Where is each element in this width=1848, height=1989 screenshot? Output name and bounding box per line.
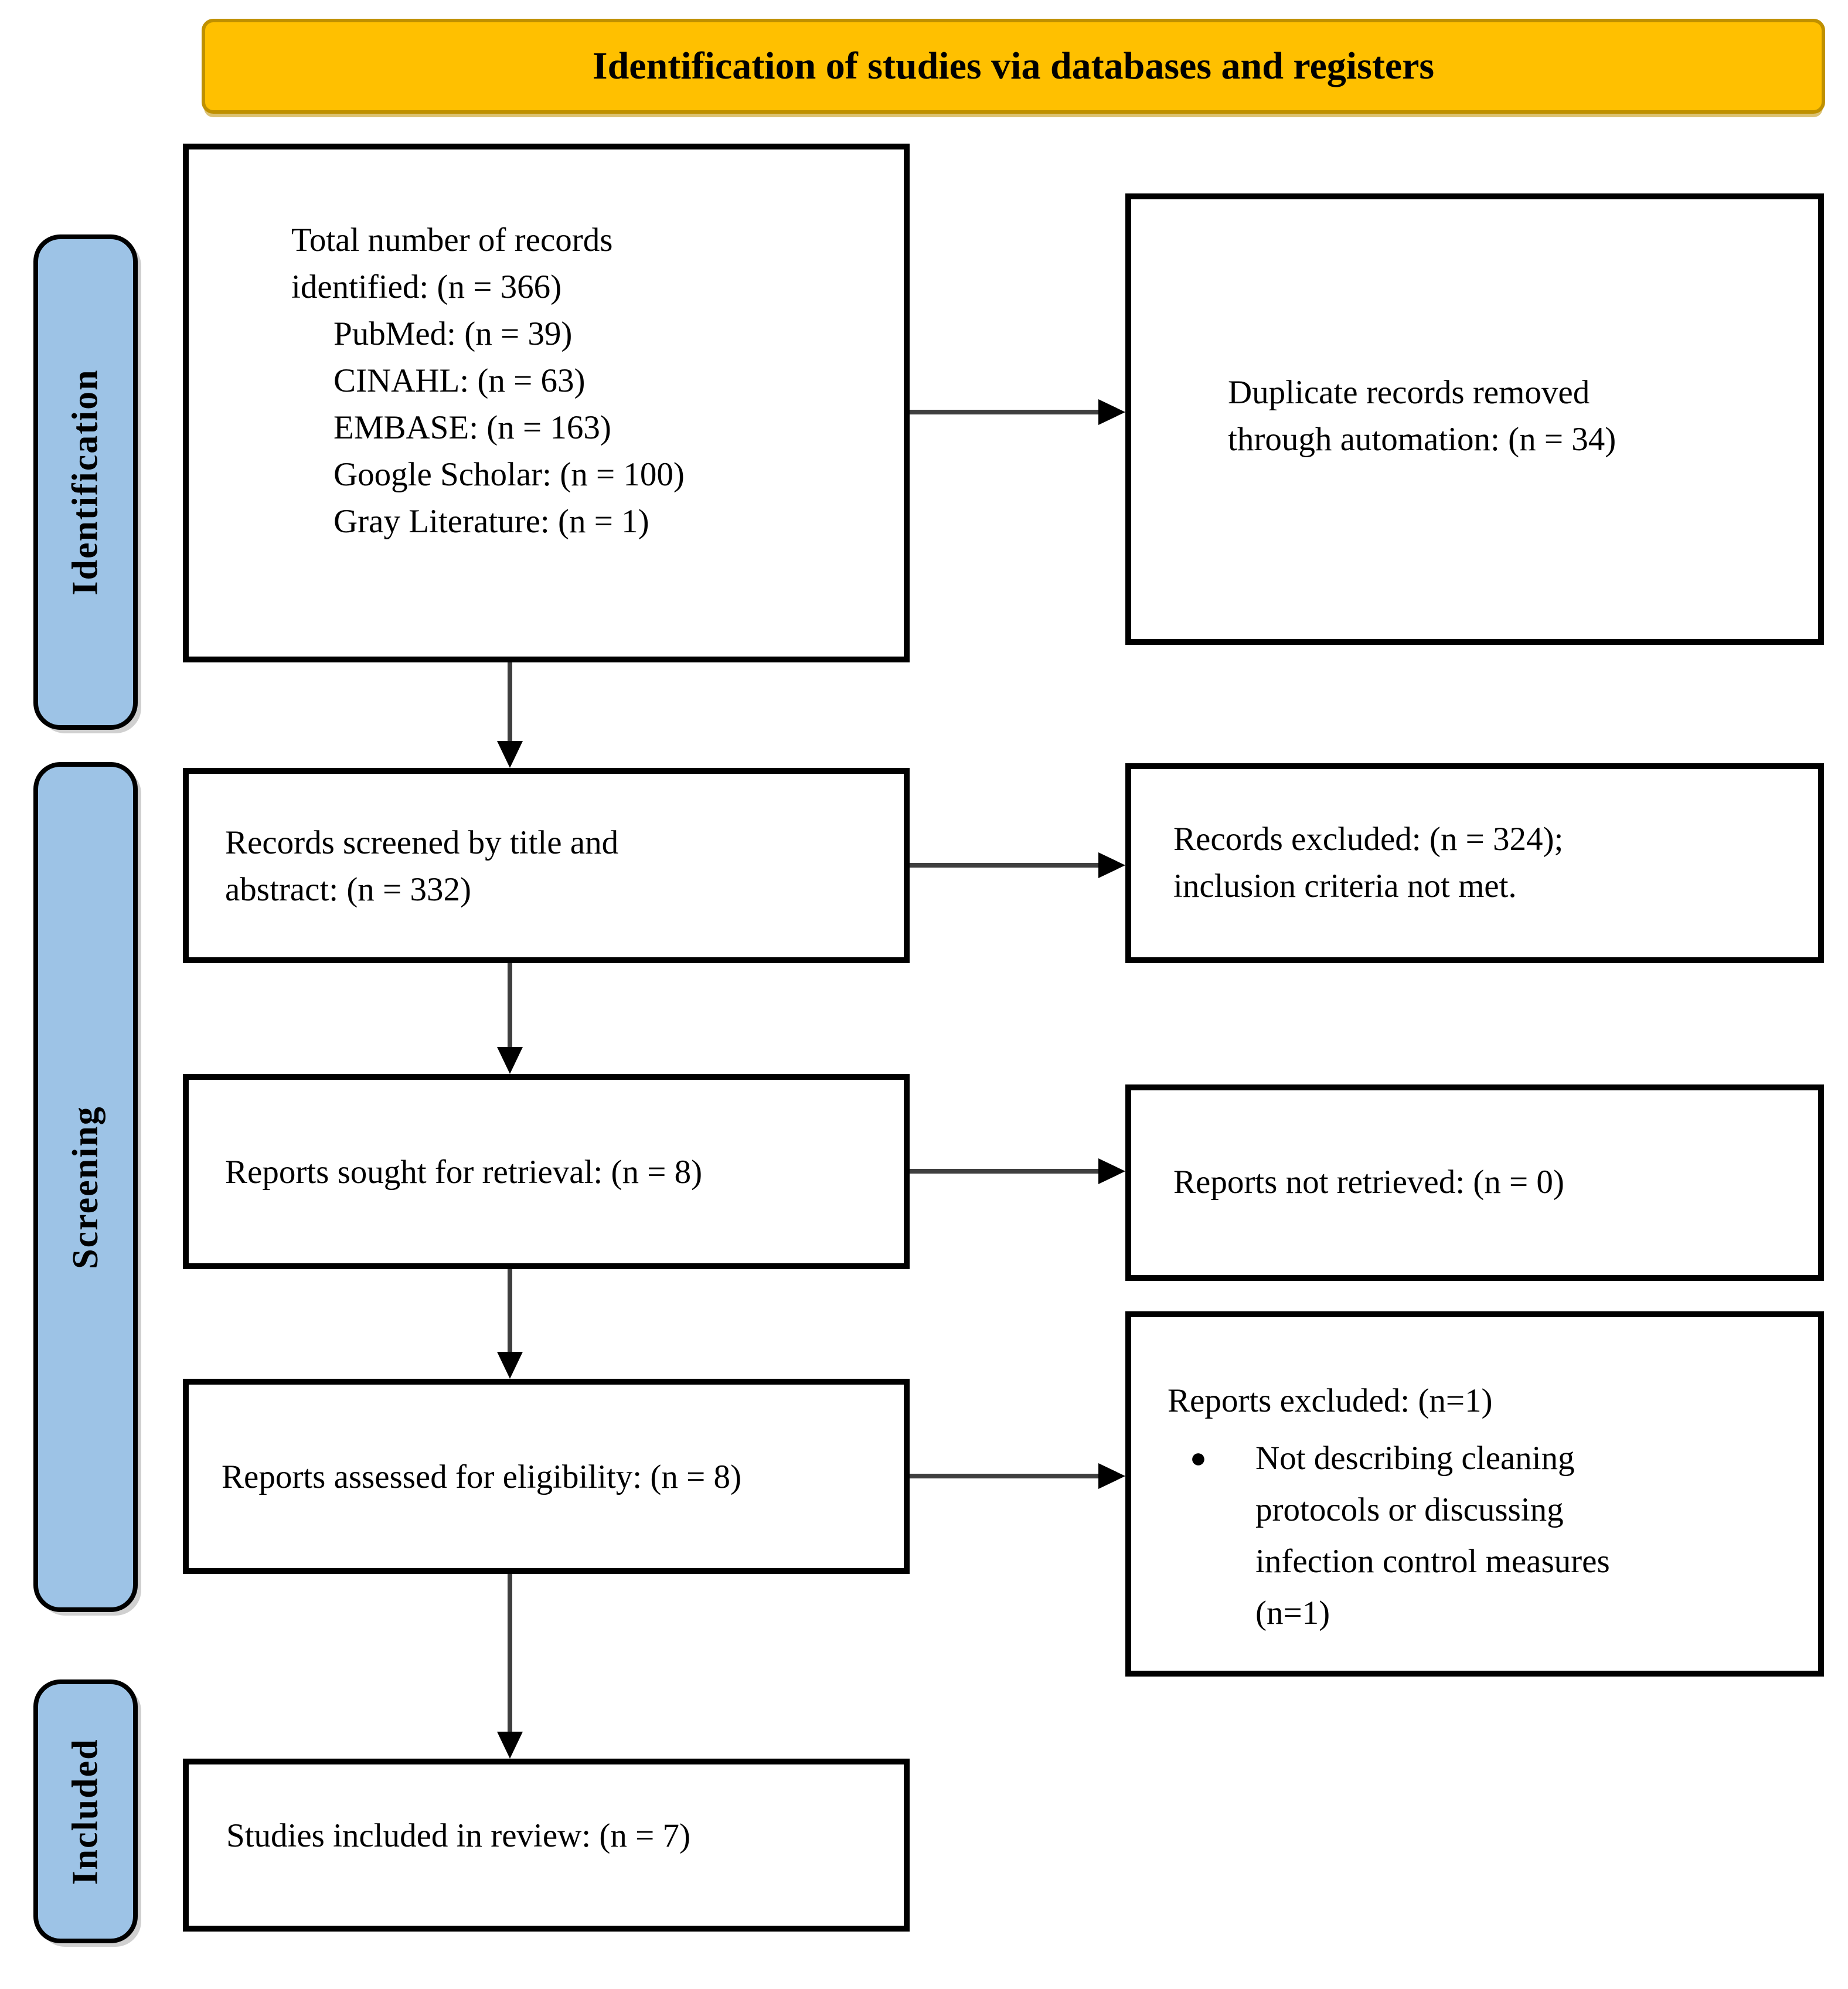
box-reports-sought: Reports sought for retrieval: (n = 8) xyxy=(183,1074,910,1269)
box-reports-not-retrieved: Reports not retrieved: (n = 0) xyxy=(1125,1084,1824,1281)
box-records-identified: Total number of records identified: (n =… xyxy=(183,144,910,662)
arrow-head-down-icon xyxy=(497,1047,523,1074)
stage-label-screening: Screening xyxy=(33,762,138,1612)
stage-label-screening-text: Screening xyxy=(65,1105,105,1269)
stage-label-included-text: Included xyxy=(65,1738,105,1885)
arrow-line xyxy=(910,410,1101,414)
records-screened-line: abstract: (n = 332) xyxy=(225,871,471,908)
box-reports-assessed: Reports assessed for eligibility: (n = 8… xyxy=(183,1379,910,1574)
reports-excluded-heading: Reports excluded: (n=1) xyxy=(1168,1382,1493,1419)
source-count-pubmed: PubMed: (n = 39) xyxy=(333,315,573,352)
duplicates-removed-line: through automation: (n = 34) xyxy=(1228,421,1616,458)
arrow-head-right-icon xyxy=(1098,1158,1125,1184)
reports-excluded-bullet-item: ● Not describing cleaning protocols or d… xyxy=(1190,1433,1801,1639)
arrow-line xyxy=(910,863,1101,868)
stage-label-identification: Identification xyxy=(33,234,138,730)
records-identified-line: Total number of records xyxy=(291,222,613,259)
bullet-icon: ● xyxy=(1190,1443,1207,1474)
box-studies-included: Studies included in review: (n = 7) xyxy=(183,1759,910,1932)
box-records-screened: Records screened by title and abstract: … xyxy=(183,768,910,963)
records-excluded-line: Records excluded: (n = 324); xyxy=(1173,821,1564,858)
source-count-google-scholar: Google Scholar: (n = 100) xyxy=(333,456,685,493)
box-reports-excluded: Reports excluded: (n=1) ● Not describing… xyxy=(1125,1311,1824,1677)
arrow-line xyxy=(508,1269,512,1354)
arrow-line xyxy=(508,963,512,1049)
arrow-head-right-icon xyxy=(1098,1463,1125,1489)
records-screened-line: Records screened by title and xyxy=(225,824,619,861)
arrow-head-down-icon xyxy=(497,1352,523,1379)
records-identified-line: identified: (n = 366) xyxy=(291,268,562,305)
stage-label-included: Included xyxy=(33,1679,138,1943)
reports-excluded-bullet-text: Not describing cleaning protocols or dis… xyxy=(1255,1440,1610,1631)
arrow-head-right-icon xyxy=(1098,399,1125,425)
source-count-embase: EMBASE: (n = 163) xyxy=(333,409,611,446)
arrow-head-down-icon xyxy=(497,1732,523,1759)
arrow-head-down-icon xyxy=(497,741,523,768)
records-excluded-line: inclusion criteria not met. xyxy=(1173,868,1517,905)
reports-not-retrieved-line: Reports not retrieved: (n = 0) xyxy=(1173,1164,1564,1201)
box-records-excluded: Records excluded: (n = 324); inclusion c… xyxy=(1125,763,1824,963)
studies-included-line: Studies included in review: (n = 7) xyxy=(226,1817,690,1854)
reports-sought-line: Reports sought for retrieval: (n = 8) xyxy=(225,1154,703,1191)
source-count-gray-literature: Gray Literature: (n = 1) xyxy=(333,503,649,540)
stage-label-identification-text: Identification xyxy=(65,369,105,596)
source-count-cinahl: CINAHL: (n = 63) xyxy=(333,362,586,399)
arrow-line xyxy=(910,1169,1101,1174)
arrow-head-right-icon xyxy=(1098,852,1125,878)
title-banner: Identification of studies via databases … xyxy=(202,19,1825,114)
arrow-line xyxy=(508,662,512,743)
arrow-line xyxy=(910,1474,1101,1478)
duplicates-removed-line: Duplicate records removed xyxy=(1228,374,1590,411)
arrow-line xyxy=(508,1574,512,1734)
reports-assessed-line: Reports assessed for eligibility: (n = 8… xyxy=(222,1458,742,1495)
box-duplicates-removed: Duplicate records removed through automa… xyxy=(1125,193,1824,645)
